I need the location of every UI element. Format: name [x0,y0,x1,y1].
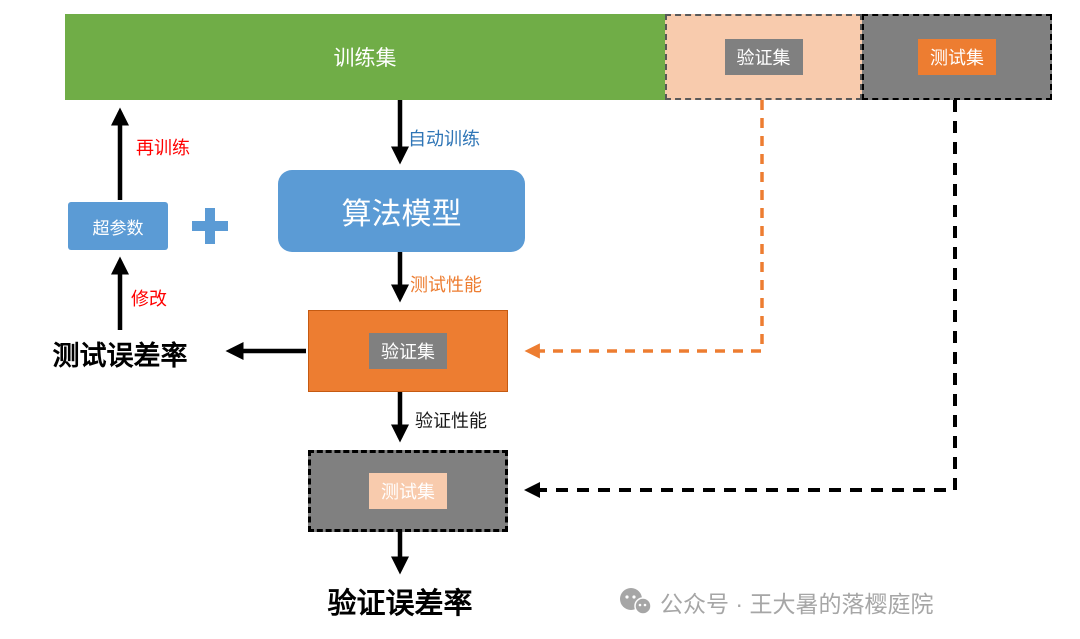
modify-edge-label: 修改 [131,289,167,309]
validation-set-bar: 验证集 [665,14,862,100]
algorithm-model-node: 算法模型 [278,170,525,252]
test-performance-edge-label: 测试性能 [410,275,482,295]
dashed-arrow-testbar-to-testbox [524,100,957,498]
validation-performance-edge-label: 验证性能 [415,411,487,431]
train-set-label: 训练集 [333,47,397,70]
retrain-edge-label: 再训练 [136,138,190,158]
plus-icon [192,208,228,244]
dashed-arrow-valbar-to-valbox [524,100,764,359]
wechat-icon [620,588,652,615]
watermark-text: 公众号 · 王大暑的落樱庭院 [660,591,934,617]
validation-node-label: 验证集 [369,333,447,369]
algorithm-model-label: 算法模型 [341,198,462,231]
validation-set-label: 验证集 [724,39,803,75]
test-node: 测试集 [308,450,508,532]
test-error-rate-text: 测试误差率 [52,341,188,371]
hyperparameter-node: 超参数 [68,202,168,250]
test-node-label: 测试集 [369,473,447,509]
test-set-bar: 测试集 [862,14,1052,100]
hyperparameter-label: 超参数 [92,218,144,238]
validation-node: 验证集 [308,310,508,392]
validation-error-rate-text: 验证误差率 [327,588,473,620]
watermark: 公众号 · 王大暑的落樱庭院 [618,585,933,619]
auto-train-edge-label: 自动训练 [408,129,480,149]
train-set-bar: 训练集 [65,14,665,100]
test-set-label: 测试集 [918,39,996,75]
